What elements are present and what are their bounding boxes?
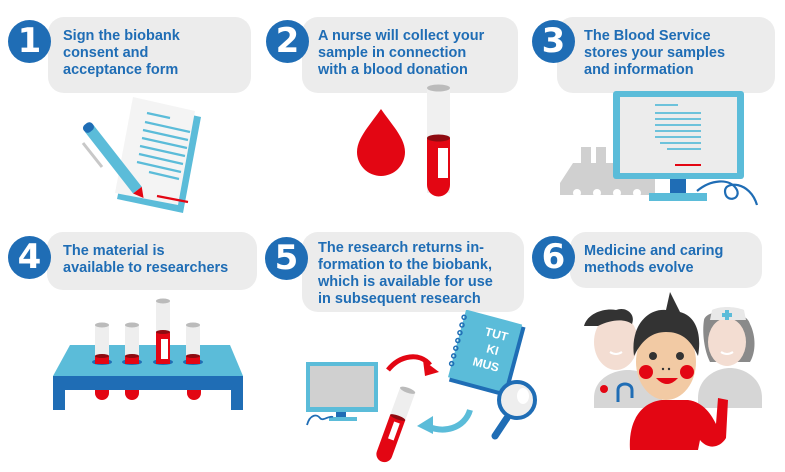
step-5-bubble <box>302 232 524 312</box>
step-1-text: Sign the biobank consent and acceptance … <box>63 28 180 78</box>
step-3-text: The Blood Service stores your samples an… <box>584 28 726 78</box>
step-4-text: The material is available to researchers <box>63 243 229 276</box>
step-2-text: A nurse will collect your sample in conn… <box>318 28 485 78</box>
step-3-bubble <box>557 17 775 93</box>
step-3-number-badge: 3 <box>532 20 575 63</box>
doctor-patient-nurse-icon <box>584 292 762 450</box>
notebook-label-line-3: MUS <box>471 354 500 374</box>
step-5-text: The research returns in- formation to th… <box>318 240 493 307</box>
notebook-label-line-2: KI <box>485 341 500 358</box>
computer-monitor-and-sample-rack-icon <box>560 91 759 206</box>
step-2-bubble <box>302 17 518 93</box>
pen-and-document-icon <box>81 97 201 213</box>
blood-drop-and-test-tube-icon <box>357 84 450 197</box>
step-6-number-badge: 6 <box>532 236 575 279</box>
step-5-number-badge: 5 <box>265 237 308 280</box>
step-4-bubble <box>47 232 257 290</box>
test-tube-rack-icon <box>53 298 243 410</box>
step-2-number-badge: 2 <box>266 20 309 63</box>
step-4-number-badge: 4 <box>8 236 51 279</box>
step-6-bubble <box>570 232 762 288</box>
step-6-text: Medicine and caring methods evolve <box>584 243 724 276</box>
research-cycle-icon: TUT KI MUS <box>306 310 537 463</box>
step-1-bubble <box>48 17 251 93</box>
notebook-label-line-1: TUT <box>483 324 510 344</box>
step-1-number-badge: 1 <box>8 20 51 63</box>
